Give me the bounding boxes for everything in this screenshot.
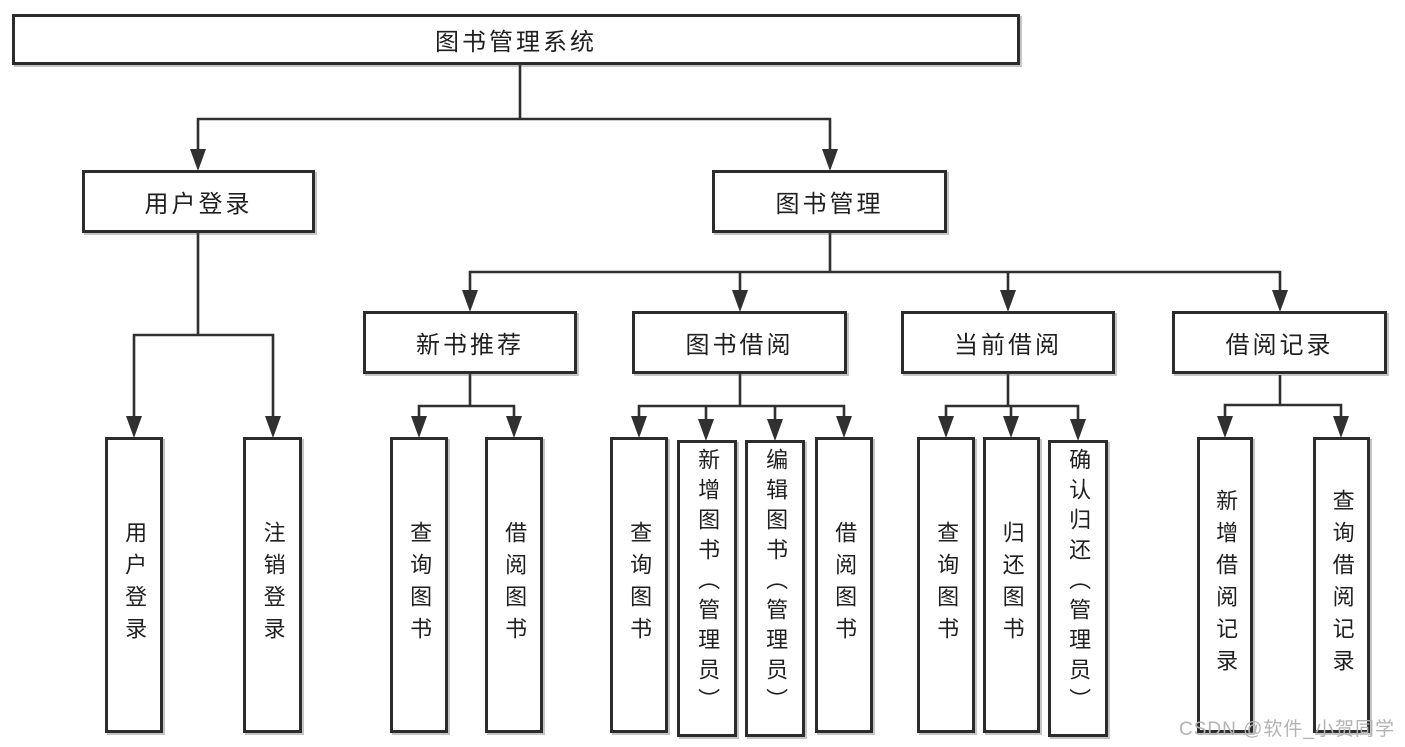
leaf-add-borrow-record: 新增借阅记录 (1197, 437, 1253, 733)
node-label: 注销登录 (260, 521, 286, 649)
node-label: 借阅图书 (832, 521, 858, 649)
node-user-login: 用户登录 (82, 170, 315, 233)
leaf-user-login: 用户登录 (105, 437, 163, 733)
connector-borrow-records-to-leaves (1217, 375, 1349, 438)
node-label: 图书管理 (775, 191, 884, 218)
arrowhead (265, 416, 281, 438)
node-new-book-recommend: 新书推荐 (363, 311, 577, 374)
node-label: 借阅图书 (502, 521, 528, 649)
connector-new-book-recommend-to-leaves (411, 374, 522, 438)
arrowhead (1333, 416, 1349, 438)
arrowhead (190, 149, 206, 171)
leaf-edit-book-admin: 编辑图书（管理员） (745, 440, 805, 737)
arrowhead (506, 416, 522, 438)
node-label: 用户登录 (144, 191, 253, 218)
node-label: 查询图书 (627, 521, 653, 649)
csdn-watermark: CSDN @软件_小贺同学 (1179, 719, 1395, 740)
arrowhead (631, 416, 647, 438)
arrowhead (732, 290, 748, 312)
leaf-logout-login: 注销登录 (243, 437, 302, 733)
node-label: 新增图书（管理员） (695, 448, 721, 718)
node-label: 归还图书 (999, 521, 1025, 649)
arrowhead (1272, 290, 1288, 312)
node-label: 编辑图书（管理员） (763, 448, 789, 718)
node-label: 借阅记录 (1225, 332, 1334, 359)
leaf-confirm-return-admin: 确认归还（管理员） (1048, 440, 1108, 737)
arrowhead (411, 416, 427, 438)
node-library-management-system: 图书管理系统 (12, 14, 1020, 65)
leaf-query-book-recommend: 查询图书 (390, 437, 448, 733)
node-label: 新书推荐 (416, 332, 524, 359)
node-label: 图书借阅 (685, 332, 794, 359)
leaf-add-book-admin: 新增图书（管理员） (677, 440, 737, 737)
connector-book-management-to-level3 (462, 233, 1288, 312)
arrowhead (1217, 416, 1233, 438)
node-label: 查询借阅记录 (1329, 489, 1355, 681)
node-label: 查询图书 (934, 521, 960, 649)
node-label: 图书管理系统 (435, 29, 597, 56)
leaf-query-book-current: 查询图书 (917, 437, 975, 733)
leaf-query-borrow-record: 查询借阅记录 (1313, 437, 1370, 733)
arrowhead (462, 290, 478, 312)
node-label: 新增借阅记录 (1213, 489, 1239, 681)
node-book-management: 图书管理 (712, 170, 947, 233)
leaf-borrow-book: 借阅图书 (815, 437, 873, 733)
leaf-query-book-borrow: 查询图书 (610, 437, 668, 733)
node-label: 查询图书 (407, 521, 433, 649)
node-label: 用户登录 (122, 521, 148, 649)
node-label: 确认归还（管理员） (1066, 448, 1092, 718)
arrowhead (1070, 419, 1086, 441)
arrowhead (767, 419, 783, 441)
arrowhead (1003, 416, 1019, 438)
connector-root-to-level2 (190, 65, 838, 171)
arrowhead (698, 419, 714, 441)
arrowhead (822, 149, 838, 171)
leaf-return-book: 归还图书 (983, 437, 1040, 733)
arrowhead (938, 416, 954, 438)
connector-user-login-to-leaves (126, 233, 281, 438)
arrowhead (1000, 290, 1016, 312)
node-book-borrow: 图书借阅 (632, 311, 847, 374)
arrowhead (126, 416, 142, 438)
node-label: 当前借阅 (954, 332, 1062, 359)
leaf-borrow-book-recommend: 借阅图书 (485, 437, 543, 733)
node-current-borrow: 当前借阅 (901, 311, 1115, 374)
arrowhead (836, 416, 852, 438)
connector-book-borrow-to-leaves (631, 374, 852, 441)
node-borrow-records: 借阅记录 (1172, 311, 1387, 374)
connector-current-borrow-to-leaves (938, 374, 1086, 441)
